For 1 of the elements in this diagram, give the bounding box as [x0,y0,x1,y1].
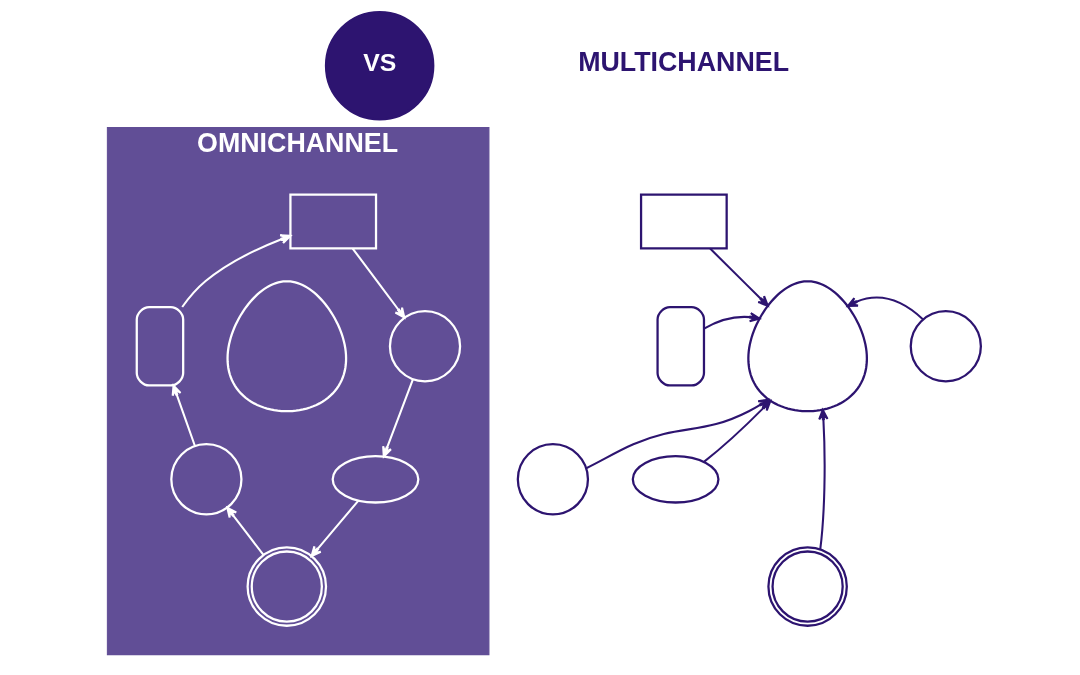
label: MULTICHANNEL [578,47,790,78]
